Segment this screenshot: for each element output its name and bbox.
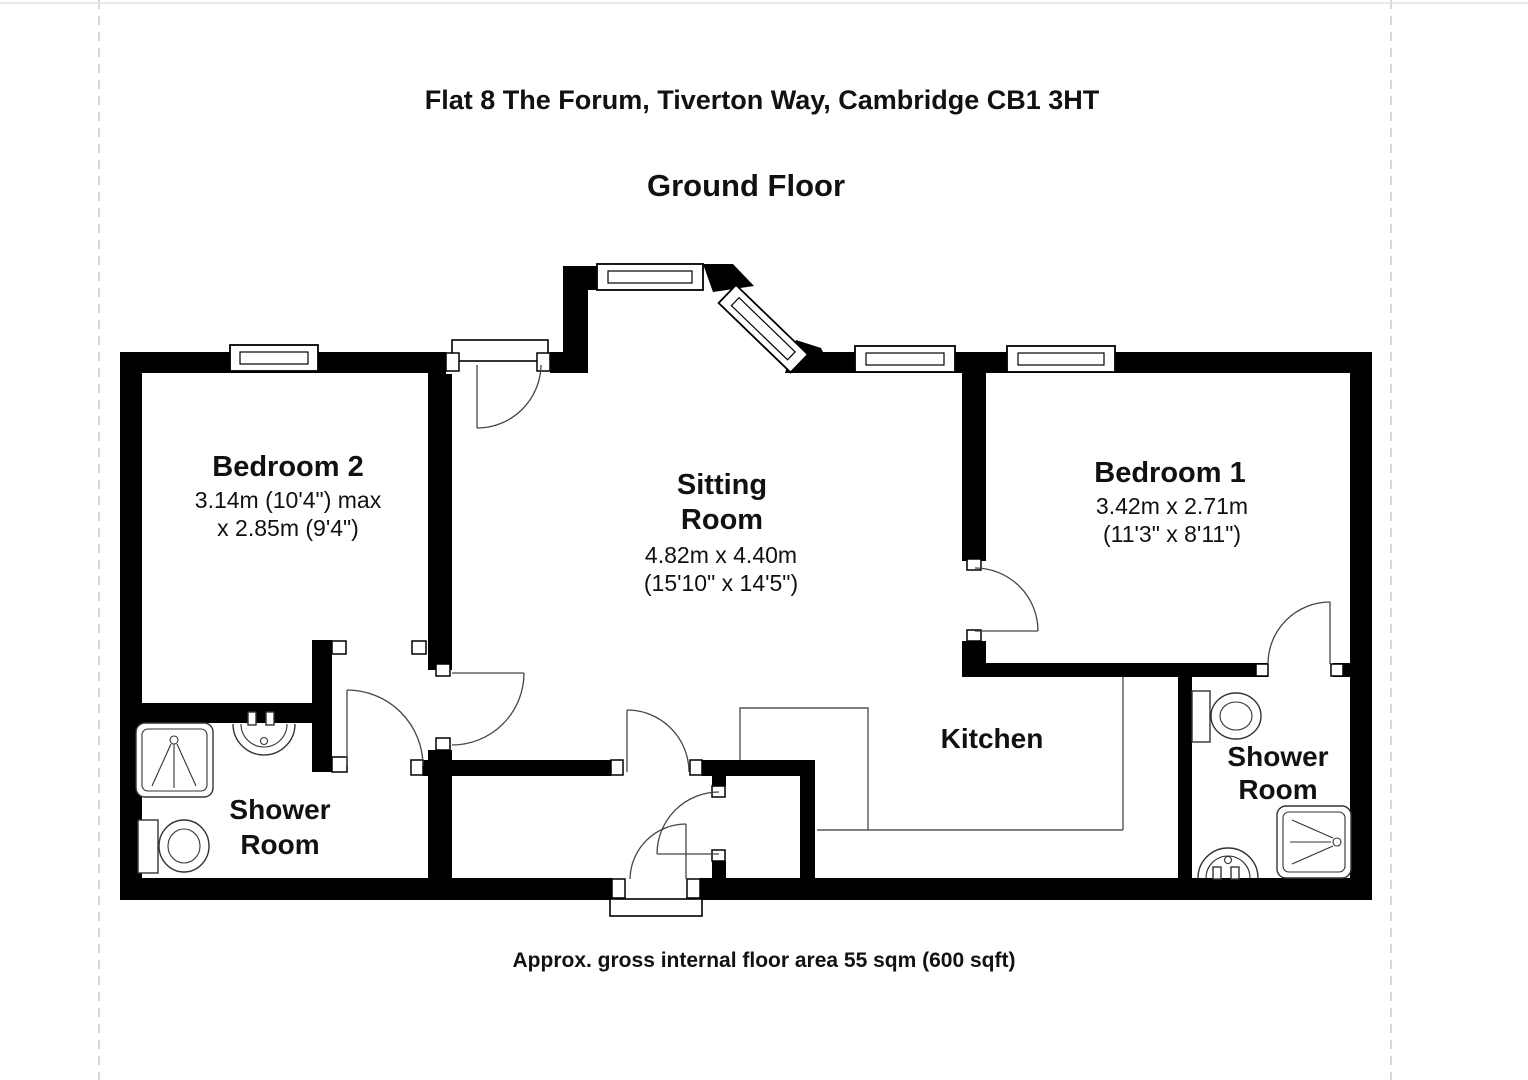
entrance-threshold <box>609 898 703 917</box>
jamb <box>1330 663 1344 677</box>
toilet-right-icon <box>1191 690 1262 743</box>
wall-hall-right <box>700 760 815 776</box>
sitting-room-dim2: (15'10" x 14'5") <box>643 570 799 596</box>
kitchen-label: Kitchen <box>940 723 1044 754</box>
jamb <box>435 663 451 677</box>
door-shower-left <box>346 689 424 767</box>
wall-bay-corner-upper <box>703 264 754 292</box>
bedroom2-dim2: x 2.85m (9'4") <box>217 515 359 541</box>
jamb <box>966 629 982 642</box>
bedroom2-label: Bedroom 2 <box>212 451 364 483</box>
bedroom1-dim1: 3.42m x 2.71m <box>1095 493 1249 519</box>
wall-bedroom1-divider-upper <box>962 373 986 561</box>
wall-lobby-left <box>312 640 332 772</box>
wall-left <box>120 352 142 900</box>
jamb <box>966 558 982 571</box>
window-bay-diagonal <box>717 283 810 374</box>
fixtures <box>135 690 1352 880</box>
shower-tray-right-icon <box>1276 805 1352 879</box>
wall-bedroom1-bottom <box>962 663 1268 677</box>
jamb <box>686 878 701 899</box>
opening-entrance-door <box>612 877 700 901</box>
sitting-room-label-line1: Sitting <box>676 469 768 501</box>
shower-room-right-label-line1: Shower <box>1227 741 1329 772</box>
window-sitting-right <box>854 345 956 373</box>
door-cupboard <box>656 791 720 855</box>
wall-bottom <box>120 878 1372 900</box>
kitchen-boundary <box>739 677 1124 831</box>
window-bay-top <box>596 263 704 291</box>
windows <box>229 263 1116 374</box>
jamb <box>410 759 424 776</box>
shower-room-right-label-line2: Room <box>1238 774 1318 805</box>
wall-cupboard-right <box>800 760 815 878</box>
sitting-room-dim1: 4.82m x 4.40m <box>644 542 798 568</box>
wall-cupboard-stub-top <box>712 776 726 786</box>
wall-ensuite-divider <box>1178 677 1192 878</box>
jamb <box>536 352 551 372</box>
jamb <box>411 640 427 655</box>
bedroom2-dim1: 3.14m (10'4") max <box>194 487 382 513</box>
floor-area-note: Approx. gross internal floor area 55 sqm… <box>512 949 1016 972</box>
jamb <box>435 737 451 751</box>
door-hall-to-sitting <box>626 709 690 773</box>
jamb <box>711 849 726 862</box>
floor-label: Ground Floor <box>646 168 846 203</box>
jamb <box>689 759 703 776</box>
shower-room-left-label-line2: Room <box>240 829 320 860</box>
kitchen-counter-outline <box>739 707 869 830</box>
door-shower-right <box>1267 601 1331 665</box>
jamb <box>610 759 624 776</box>
door-openings <box>446 351 702 901</box>
wash-basin-right-icon <box>1197 847 1259 880</box>
wash-basin-left-icon <box>232 711 296 756</box>
opening-hall-door <box>611 759 702 777</box>
window-bedroom1 <box>1006 345 1116 373</box>
jamb <box>611 878 626 899</box>
door-bedroom1 <box>974 567 1039 632</box>
door-panels <box>451 339 703 917</box>
bedroom1-dim2: (11'3" x 8'11") <box>1102 521 1242 547</box>
door-entrance <box>629 823 687 880</box>
plan-title: Flat 8 The Forum, Tiverton Way, Cambridg… <box>424 85 1100 115</box>
door-sitting-external <box>476 364 542 429</box>
doors <box>346 364 1331 880</box>
shower-room-left-label-line1: Shower <box>229 794 331 825</box>
window-bedroom2 <box>229 344 319 372</box>
wall-bedroom2-shower-divider <box>128 703 316 723</box>
door-bedroom2 <box>451 672 525 746</box>
bedroom1-label: Bedroom 1 <box>1094 457 1246 489</box>
wall-hall-left <box>423 760 613 776</box>
door-jambs <box>331 352 1344 899</box>
shower-tray-left-icon <box>135 722 214 798</box>
jamb <box>445 352 460 372</box>
sitting-room-label-line2: Room <box>680 504 764 536</box>
wall-bedroom2-right <box>428 352 452 670</box>
jamb <box>331 640 347 655</box>
wall-right <box>1350 352 1372 900</box>
toilet-left-icon <box>137 819 210 874</box>
jamb <box>331 756 348 773</box>
jamb <box>1255 663 1269 677</box>
sitting-door-panel <box>451 339 549 362</box>
wall-cupboard-stub-bottom <box>712 861 726 878</box>
